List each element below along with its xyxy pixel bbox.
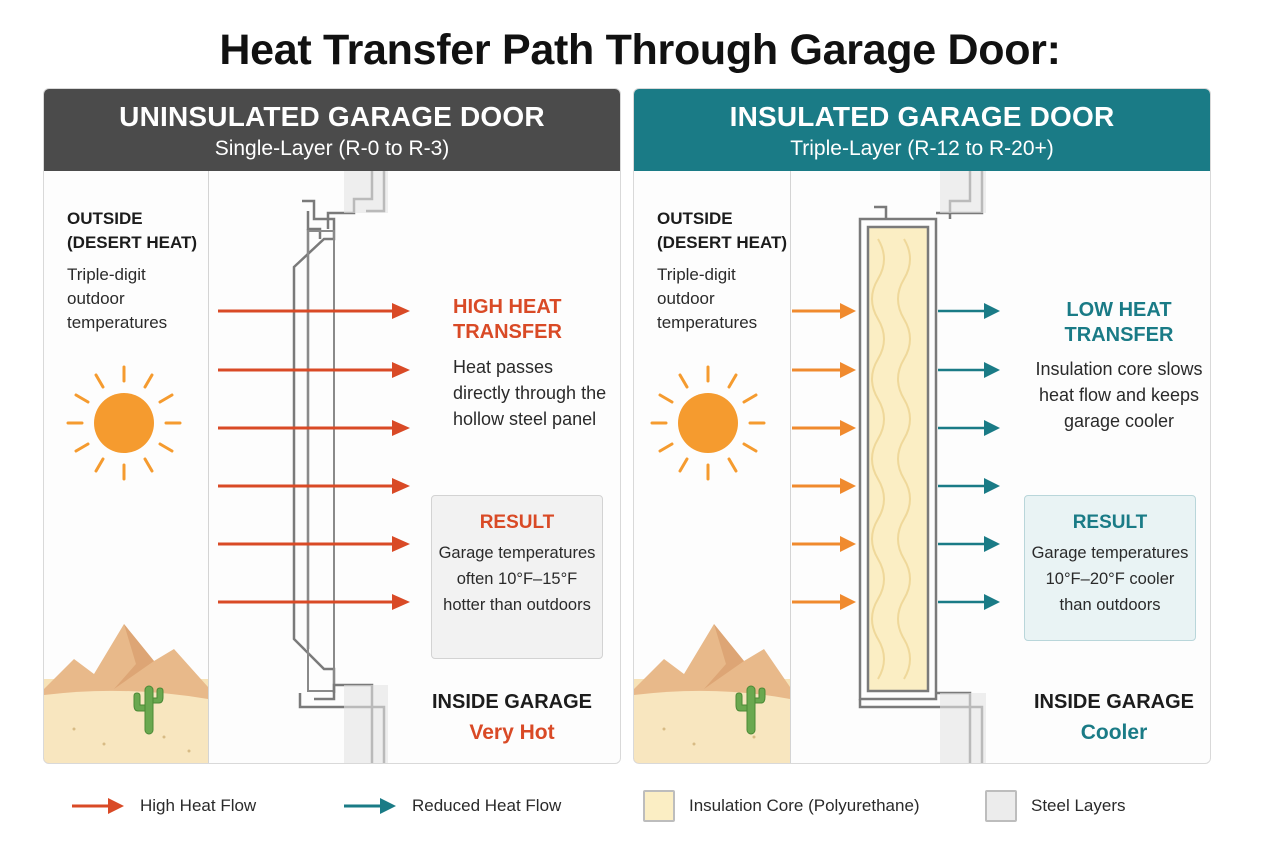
desert-mountains-icon: [634, 624, 790, 763]
heat-arrow-icon: [792, 594, 856, 610]
sun-icon: [650, 365, 766, 481]
heat-arrow-icon: [72, 798, 124, 814]
heat-arrow-icon: [218, 303, 410, 319]
legend-high-heat: High Heat Flow: [70, 788, 256, 824]
uninsulated-scene: [44, 171, 410, 763]
uninsulated-subtitle: Single-Layer (R-0 to R-3): [214, 137, 450, 160]
heat-arrow-icon: [938, 420, 1000, 436]
heat-arrow-icon: [218, 478, 410, 494]
result-box: RESULT Garage temperatures 10°F–20°F coo…: [1024, 495, 1196, 641]
heat-arrow-icon: [218, 594, 410, 610]
cactus-icon: [735, 685, 766, 735]
high-heat-arrows: [218, 303, 410, 610]
transfer-description: Insulation core slows heat flow and keep…: [1035, 359, 1203, 431]
insulated-subtitle: Triple-Layer (R-12 to R-20+): [790, 137, 1054, 160]
outside-description: Triple-digit outdoor temperatures: [67, 265, 168, 332]
uninsulated-title: UNINSULATED GARAGE DOOR: [119, 101, 545, 132]
steel-door-profile: [292, 171, 386, 763]
legend-insulation: Insulation Core (Polyurethane): [643, 788, 920, 824]
insulation-swatch: [643, 790, 675, 822]
inside-garage-status: Very Hot: [469, 721, 555, 744]
inside-garage-status: Cooler: [1080, 721, 1148, 744]
desert-mountains-icon: [44, 624, 208, 763]
uninsulated-header: UNINSULATED GARAGE DOOR Single-Layer (R-…: [44, 89, 620, 171]
uninsulated-panel: UNINSULATED GARAGE DOOR Single-Layer (R-…: [43, 88, 621, 764]
legend-label: High Heat Flow: [140, 796, 257, 815]
transfer-title: LOW HEAT TRANSFER: [1064, 299, 1174, 346]
outside-description: Triple-digit outdoor temperatures: [657, 265, 758, 332]
result-text: Garage temperatures often 10°F–15°F hott…: [438, 544, 596, 614]
heat-arrow-icon: [792, 536, 856, 552]
result-text: Garage temperatures 10°F–20°F cooler tha…: [1031, 544, 1189, 614]
transfer-description: Heat passes directly through the hollow …: [453, 357, 607, 429]
transfer-title: HIGH HEAT TRANSFER: [453, 296, 562, 343]
outside-heat-arrows: [792, 303, 856, 610]
legend-label: Reduced Heat Flow: [412, 796, 562, 815]
heat-arrow-icon: [218, 536, 410, 552]
panel-divider: [790, 171, 791, 763]
heat-arrow-icon: [218, 420, 410, 436]
legend-label: Insulation Core (Polyurethane): [689, 796, 920, 815]
bottom-frame-bracket: [344, 685, 388, 763]
heat-arrow-icon: [218, 362, 410, 378]
reduced-heat-arrows: [938, 303, 1000, 610]
insulated-header: INSULATED GARAGE DOOR Triple-Layer (R-12…: [634, 89, 1210, 171]
heat-arrow-icon: [938, 594, 1000, 610]
cactus-icon: [133, 685, 164, 735]
page-title: Heat Transfer Path Through Garage Door:: [219, 26, 1061, 74]
heat-arrow-icon: [938, 536, 1000, 552]
heat-arrow-icon: [938, 478, 1000, 494]
legend-label: Steel Layers: [1031, 796, 1126, 815]
insulated-title: INSULATED GARAGE DOOR: [729, 101, 1115, 132]
reduced-arrow-icon: [344, 798, 396, 814]
heat-arrow-icon: [792, 420, 856, 436]
top-frame-bracket: [344, 171, 388, 213]
legend: High Heat Flow Reduced Heat Flow Insulat…: [0, 780, 1280, 836]
legend-steel: Steel Layers: [985, 788, 1126, 824]
insulated-door-profile: [858, 171, 986, 763]
result-title: RESULT: [1072, 512, 1148, 533]
heat-arrow-icon: [938, 303, 1000, 319]
result-title: RESULT: [479, 512, 555, 533]
legend-reduced-heat: Reduced Heat Flow: [342, 788, 561, 824]
insulated-panel: INSULATED GARAGE DOOR Triple-Layer (R-12…: [633, 88, 1211, 764]
heat-arrow-icon: [792, 478, 856, 494]
panel-divider: [208, 171, 209, 763]
outside-label: OUTSIDE (DESERT HEAT): [67, 209, 198, 252]
inside-garage-title: INSIDE GARAGE: [1033, 691, 1195, 713]
inside-garage-title: INSIDE GARAGE: [431, 691, 593, 713]
heat-arrow-icon: [938, 362, 1000, 378]
heat-arrow-icon: [792, 303, 856, 319]
result-box: RESULT Garage temperatures often 10°F–15…: [431, 495, 603, 659]
heat-arrow-icon: [792, 362, 856, 378]
insulated-scene: [634, 171, 1000, 763]
steel-swatch: [985, 790, 1017, 822]
outside-label: OUTSIDE (DESERT HEAT): [657, 209, 788, 252]
sun-icon: [66, 365, 182, 481]
